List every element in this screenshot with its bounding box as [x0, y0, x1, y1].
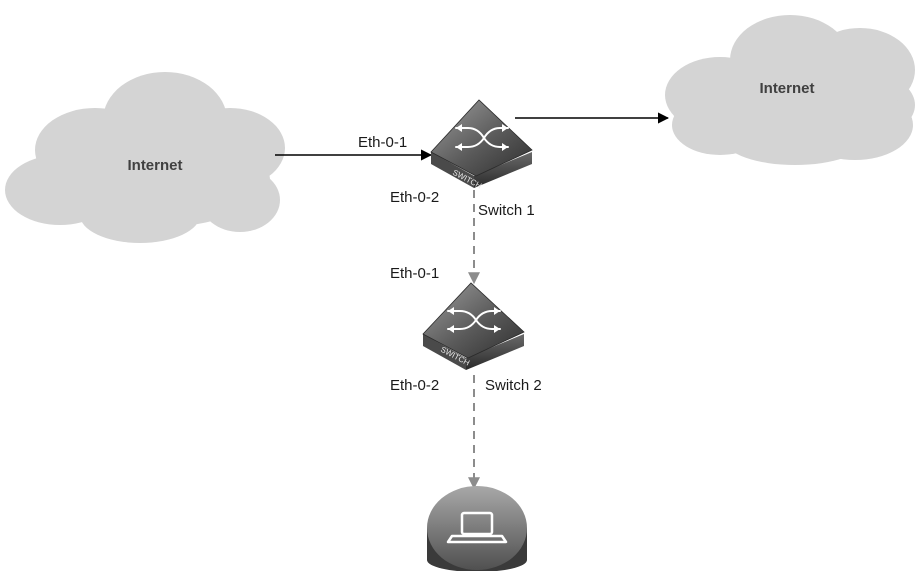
switch-2-port-down: Eth-0-2: [390, 377, 439, 394]
laptop-icon: [427, 486, 527, 571]
cloud-icon: [5, 72, 285, 243]
switch-2-port-in: Eth-0-1: [390, 265, 439, 282]
switch-1-port-in: Eth-0-1: [358, 134, 407, 151]
switch-2: SWITCH Eth-0-1 Eth-0-2 Switch 2: [390, 265, 542, 394]
switch-2-name: Switch 2: [485, 377, 542, 394]
switch-1: SWITCH Eth-0-1 Eth-0-2 Switch 1: [358, 99, 535, 219]
switch-1-port-down: Eth-0-2: [390, 189, 439, 206]
switch-icon: SWITCH: [430, 99, 533, 191]
cloud-left-label: Internet: [127, 157, 182, 174]
switch-icon: SWITCH: [422, 282, 525, 370]
cloud-right-label: Internet: [759, 80, 814, 97]
cloud-left: Internet: [5, 72, 285, 243]
cloud-icon: [665, 15, 915, 165]
laptop-endpoint: [427, 486, 527, 571]
switch-1-name: Switch 1: [478, 202, 535, 219]
cloud-right: Internet: [665, 15, 915, 165]
